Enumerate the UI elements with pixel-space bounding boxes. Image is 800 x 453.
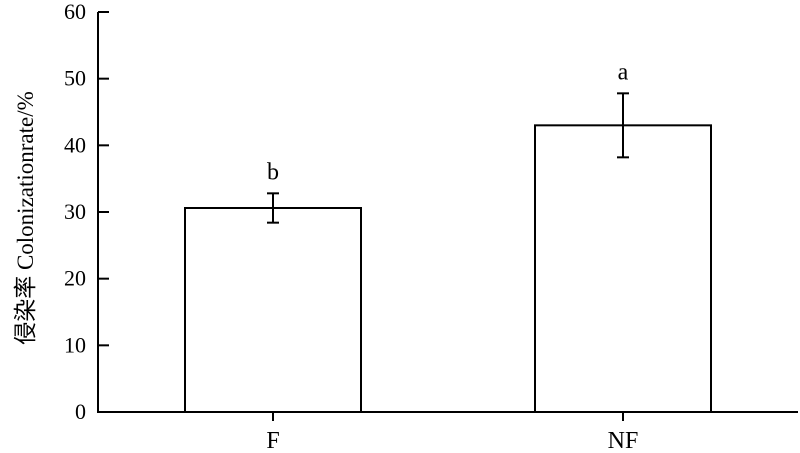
x-category-label: F <box>266 428 279 453</box>
bar-f <box>184 207 362 413</box>
significance-label: b <box>267 159 279 185</box>
y-tick-label: 10 <box>64 332 86 357</box>
y-tick-label: 60 <box>64 0 86 24</box>
x-category-label: NF <box>608 428 639 453</box>
y-tick-label: 20 <box>64 266 86 291</box>
bar-nf <box>534 124 712 413</box>
y-tick-label: 30 <box>64 199 86 224</box>
y-tick-label: 40 <box>64 132 86 157</box>
y-tick-label: 0 <box>75 399 86 424</box>
y-ticks: 0 10 20 30 40 50 60 <box>64 0 109 424</box>
significance-label: a <box>618 59 629 85</box>
y-axis-label: 侵染率 Colonizationrate/% <box>13 91 38 345</box>
x-ticks: F NF <box>266 412 638 453</box>
bars: ba <box>184 59 712 413</box>
y-tick-label: 50 <box>64 66 86 91</box>
